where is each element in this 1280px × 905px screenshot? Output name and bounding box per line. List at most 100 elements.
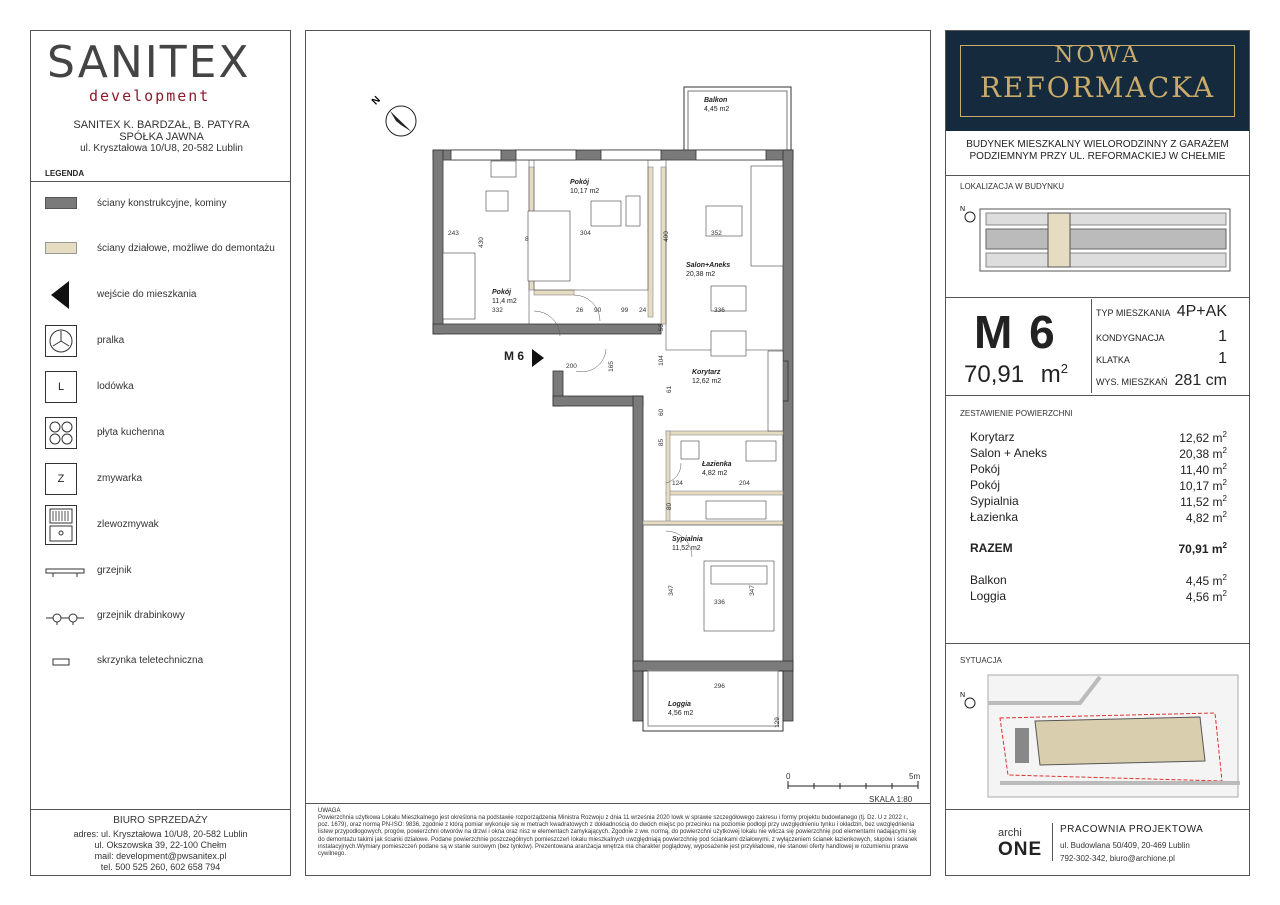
balcony-outline bbox=[683, 86, 792, 151]
fridge-icon: L bbox=[45, 371, 77, 403]
legend-label: ściany działowe, możliwe do demontażu bbox=[97, 243, 275, 254]
dimension: 347 bbox=[667, 585, 675, 596]
north-arrow-icon: N bbox=[370, 94, 417, 137]
room-area-balkon: 4,45 m2 bbox=[704, 106, 730, 113]
summary-value-text: 10,17 m bbox=[1179, 479, 1223, 493]
extra-value-text: 4,45 m bbox=[1185, 574, 1223, 588]
telecom-box-icon bbox=[52, 658, 70, 666]
dimension: 165 bbox=[607, 361, 615, 372]
legend-label: zmywarka bbox=[97, 473, 143, 484]
extra-value: 4,45 m2 bbox=[1186, 573, 1227, 588]
summary-value-text: 11,52 m bbox=[1180, 495, 1223, 509]
summary-label: Pokój bbox=[970, 478, 1001, 492]
dimension: 104 bbox=[657, 355, 665, 366]
company-info: SANITEX K. BARDZAŁ, B. PATYRA SPÓŁKA JAW… bbox=[31, 119, 292, 155]
entrance-triangle-icon bbox=[51, 281, 69, 309]
extra-label: Loggia bbox=[970, 589, 1007, 603]
company-line: SANITEX K. BARDZAŁ, B. PATYRA bbox=[73, 119, 250, 131]
building-description: BUDYNEK MIESZKALNY WIELORODZINNY Z GARAŻ… bbox=[946, 139, 1249, 163]
total-value-text: 70,91 m bbox=[1178, 542, 1223, 556]
summary-label: Korytarz bbox=[970, 430, 1015, 444]
summary-value: 20,38 m2 bbox=[1179, 446, 1227, 461]
unit-info-panel: NOWA REFORMACKA BUDYNEK MIESZKALNY WIELO… bbox=[945, 30, 1250, 876]
sales-office-title: BIURO SPRZEDAŻY bbox=[113, 815, 208, 826]
legend-item: płyta kuchenna bbox=[45, 417, 285, 457]
dimension: 60 bbox=[658, 408, 666, 417]
legend-item: pralka bbox=[45, 325, 285, 365]
summary-value-text: 11,40 m bbox=[1180, 463, 1223, 477]
legend-label: pralka bbox=[97, 335, 125, 346]
building-location-diagram: N bbox=[960, 206, 1231, 272]
legend-label: wejście do mieszkania bbox=[97, 289, 197, 300]
dimension: 26 bbox=[576, 307, 584, 314]
legend-item: zlewozmywak bbox=[45, 505, 285, 545]
exponent: 2 bbox=[1222, 573, 1227, 582]
room-area-sypialnia: 11,52 m2 bbox=[672, 545, 701, 552]
dimension: 55 bbox=[658, 323, 666, 332]
dimension: 124 bbox=[672, 480, 683, 487]
summary-label: Pokój bbox=[970, 462, 1001, 476]
unit-area-unit: m bbox=[1040, 361, 1061, 388]
exponent: 2 bbox=[1222, 430, 1227, 439]
dimension: 129 bbox=[773, 717, 781, 728]
spec-label: KLATKA bbox=[1096, 355, 1130, 365]
divider bbox=[946, 175, 1249, 176]
room-name-loggia: Loggia bbox=[668, 701, 691, 708]
legend-label: ściany konstrukcyjne, kominy bbox=[97, 198, 227, 209]
exponent: 2 bbox=[1222, 494, 1227, 503]
legend-label: skrzynka teletechniczna bbox=[97, 655, 204, 666]
dimension: 8 bbox=[525, 236, 529, 243]
building-description-line: PODZIEMNYM PRZY UL. REFORMACKIEJ W CHEŁM… bbox=[969, 151, 1226, 162]
exponent: 2 bbox=[1222, 446, 1227, 455]
company-line: SPÓŁKA JAWNA bbox=[119, 131, 204, 143]
legend-item: ściany działowe, możliwe do demontażu bbox=[45, 238, 285, 278]
legend-item: wejście do mieszkania bbox=[45, 279, 285, 319]
archione-logo-top: archi bbox=[998, 827, 1022, 839]
dimension: 430 bbox=[477, 237, 485, 248]
dimension: 243 bbox=[448, 230, 459, 237]
architect-title: PRACOWNIA PROJEKTOWA bbox=[1060, 824, 1204, 835]
windows bbox=[450, 149, 767, 161]
summary-value: 11,40 m2 bbox=[1180, 462, 1227, 477]
divider bbox=[946, 395, 1249, 396]
sales-office-line: adres: ul. Kryształowa 10/U8, 20-582 Lub… bbox=[73, 829, 248, 839]
doors bbox=[533, 294, 693, 558]
summary-value: 10,17 m2 bbox=[1179, 478, 1227, 493]
dimension: 296 bbox=[714, 683, 725, 690]
developer-panel: SANITEX development SANITEX K. BARDZAŁ, … bbox=[30, 30, 291, 876]
unit-entrance-label: M 6 bbox=[504, 349, 525, 363]
svg-text:N: N bbox=[960, 692, 965, 699]
extra-label: Balkon bbox=[970, 573, 1007, 587]
scale-label: SKALA 1:80 bbox=[869, 795, 913, 804]
loggia-outline bbox=[642, 670, 784, 732]
dimension: 85 bbox=[658, 438, 666, 447]
summary-label: Łazienka bbox=[970, 510, 1019, 524]
spec-value: 1 bbox=[1218, 350, 1227, 367]
logo-frame bbox=[960, 45, 1235, 117]
note-title: UWAGA bbox=[318, 808, 341, 814]
unit-area-value: 70,91 bbox=[964, 361, 1025, 388]
room-name-lazienka: Łazienka bbox=[702, 461, 732, 468]
floor-plan-panel: N bbox=[305, 30, 931, 876]
room-name-sypialnia: Sypialnia bbox=[672, 536, 703, 543]
dimension: 400 bbox=[662, 231, 670, 242]
summary-label: Salon + Aneks bbox=[970, 446, 1048, 460]
cooktop-icon bbox=[45, 417, 77, 449]
dimension: 200 bbox=[566, 363, 577, 370]
exponent: 2 bbox=[1222, 462, 1227, 471]
extra-value-text: 4,56 m bbox=[1185, 590, 1223, 604]
unit-code: M 6 bbox=[974, 306, 1057, 358]
total-value: 70,91 m2 bbox=[1179, 541, 1228, 556]
situation-header: SYTUACJA bbox=[960, 656, 1002, 665]
legend-item: L lodówka bbox=[45, 371, 285, 411]
ladder-radiator-icon bbox=[46, 613, 84, 625]
dimension: 90 bbox=[594, 307, 602, 314]
divider bbox=[31, 809, 290, 810]
spec-value: 4P+AK bbox=[1176, 303, 1227, 320]
divider bbox=[1052, 823, 1053, 861]
dimension: 61 bbox=[666, 385, 674, 394]
brand-main: REFORMACKA bbox=[979, 71, 1216, 104]
svg-text:N: N bbox=[960, 206, 965, 213]
dimension: 332 bbox=[492, 307, 503, 314]
room-name-salon: Salon+Aneks bbox=[686, 262, 731, 269]
